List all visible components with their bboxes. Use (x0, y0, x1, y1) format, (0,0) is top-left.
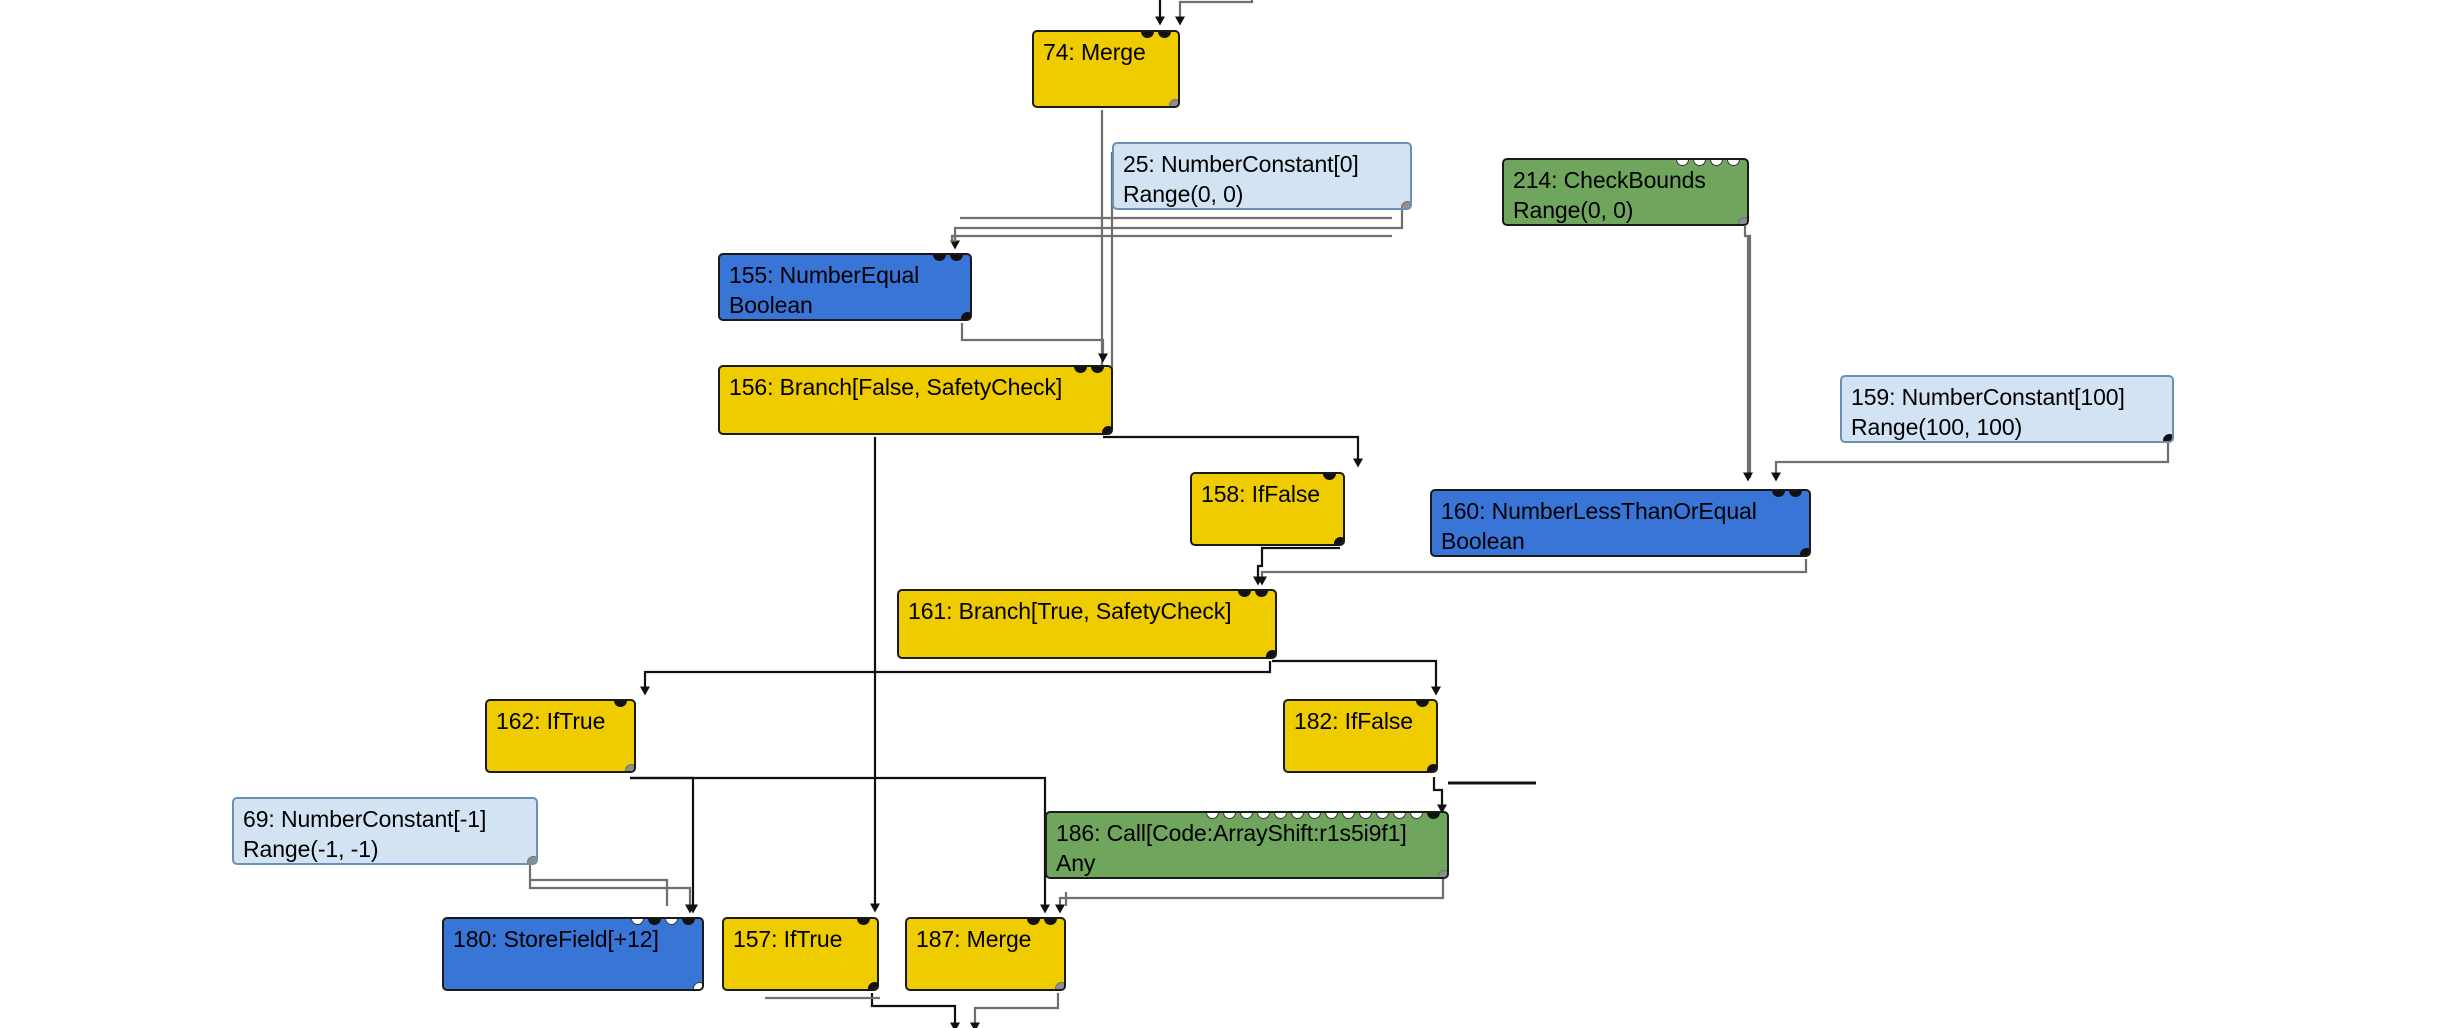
graph-node-156[interactable]: 156: Branch[False, SafetyCheck] (718, 365, 1113, 435)
output-port[interactable] (527, 856, 536, 863)
node-label: 156: Branch[False, SafetyCheck] (729, 374, 1063, 400)
node-label: 157: IfTrue (733, 926, 843, 952)
node-subtitle: Range(-1, -1) (243, 836, 379, 863)
node-input-ports (1676, 160, 1747, 166)
node-label: 74: Merge (1043, 39, 1146, 65)
node-subtitle: Range(100, 100) (1851, 414, 2023, 441)
node-subtitle: Any (1056, 850, 1096, 877)
graph-node-69[interactable]: 69: NumberConstant[-1] Range(-1, -1) (232, 797, 538, 865)
node-input-ports (1206, 813, 1447, 819)
node-input-ports (1416, 701, 1436, 707)
node-label: 69: NumberConstant[-1] (243, 806, 487, 832)
graph-node-186[interactable]: 186: Call[Code:ArrayShift:r1s5i9f1] Any (1045, 811, 1449, 879)
node-input-ports (1141, 32, 1178, 38)
output-port[interactable] (1102, 426, 1111, 433)
output-port[interactable] (1266, 650, 1275, 657)
node-label: 161: Branch[True, SafetyCheck] (908, 598, 1232, 624)
output-port[interactable] (625, 764, 634, 771)
node-input-ports (857, 919, 877, 925)
output-port[interactable] (1055, 982, 1064, 989)
output-port[interactable] (1438, 870, 1447, 877)
node-input-ports (1027, 919, 1064, 925)
output-port[interactable] (1738, 217, 1747, 224)
node-label: 162: IfTrue (496, 708, 606, 734)
output-port[interactable] (868, 982, 877, 989)
graph-node-25[interactable]: 25: NumberConstant[0] Range(0, 0) (1112, 142, 1412, 210)
graph-node-159[interactable]: 159: NumberConstant[100] Range(100, 100) (1840, 375, 2174, 443)
output-port[interactable] (1334, 537, 1343, 544)
graph-node-180[interactable]: 180: StoreField[+12] (442, 917, 704, 991)
node-subtitle: Range(0, 0) (1123, 181, 1244, 208)
node-label: 155: NumberEqual (729, 262, 920, 288)
node-input-ports (933, 255, 970, 261)
graph-node-157[interactable]: 157: IfTrue (722, 917, 879, 991)
graph-node-187[interactable]: 187: Merge (905, 917, 1066, 991)
node-label: 182: IfFalse (1294, 708, 1413, 734)
node-input-ports (1238, 591, 1275, 597)
output-port[interactable] (1427, 764, 1436, 771)
node-input-ports (1323, 474, 1343, 480)
node-input-ports (631, 919, 702, 925)
graph-node-162[interactable]: 162: IfTrue (485, 699, 636, 773)
output-port[interactable] (1169, 99, 1178, 106)
node-subtitle: Boolean (1441, 528, 1525, 555)
output-port[interactable] (961, 312, 970, 319)
graph-node-182[interactable]: 182: IfFalse (1283, 699, 1438, 773)
graph-node-161[interactable]: 161: Branch[True, SafetyCheck] (897, 589, 1277, 659)
output-port[interactable] (2163, 434, 2172, 441)
node-label: 214: CheckBounds (1513, 167, 1706, 193)
node-label: 186: Call[Code:ArrayShift:r1s5i9f1] (1056, 820, 1407, 846)
graph-node-158[interactable]: 158: IfFalse (1190, 472, 1345, 546)
node-subtitle: Range(0, 0) (1513, 197, 1634, 224)
output-port[interactable] (1401, 201, 1410, 208)
node-label: 25: NumberConstant[0] (1123, 151, 1359, 177)
node-label: 158: IfFalse (1201, 481, 1320, 507)
graph-node-74[interactable]: 74: Merge (1032, 30, 1180, 108)
node-input-ports (1772, 491, 1809, 497)
node-label: 187: Merge (916, 926, 1032, 952)
node-subtitle: Boolean (729, 292, 813, 319)
node-label: 160: NumberLessThanOrEqual (1441, 498, 1757, 524)
node-label: 159: NumberConstant[100] (1851, 384, 2125, 410)
output-port[interactable] (1800, 548, 1809, 555)
node-label: 180: StoreField[+12] (453, 926, 659, 952)
node-input-ports (1074, 367, 1111, 373)
output-port[interactable] (693, 982, 702, 989)
node-input-ports (614, 701, 634, 707)
